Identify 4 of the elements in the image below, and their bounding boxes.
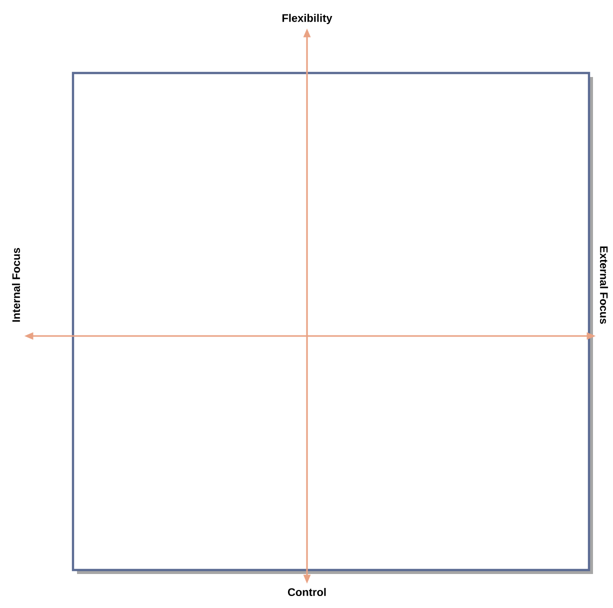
axis-label: Flexibility xyxy=(282,14,332,24)
axis-label: Internal Focus xyxy=(12,248,20,322)
axis-label: Control xyxy=(288,588,326,596)
axis-label: External Focus xyxy=(600,246,608,324)
